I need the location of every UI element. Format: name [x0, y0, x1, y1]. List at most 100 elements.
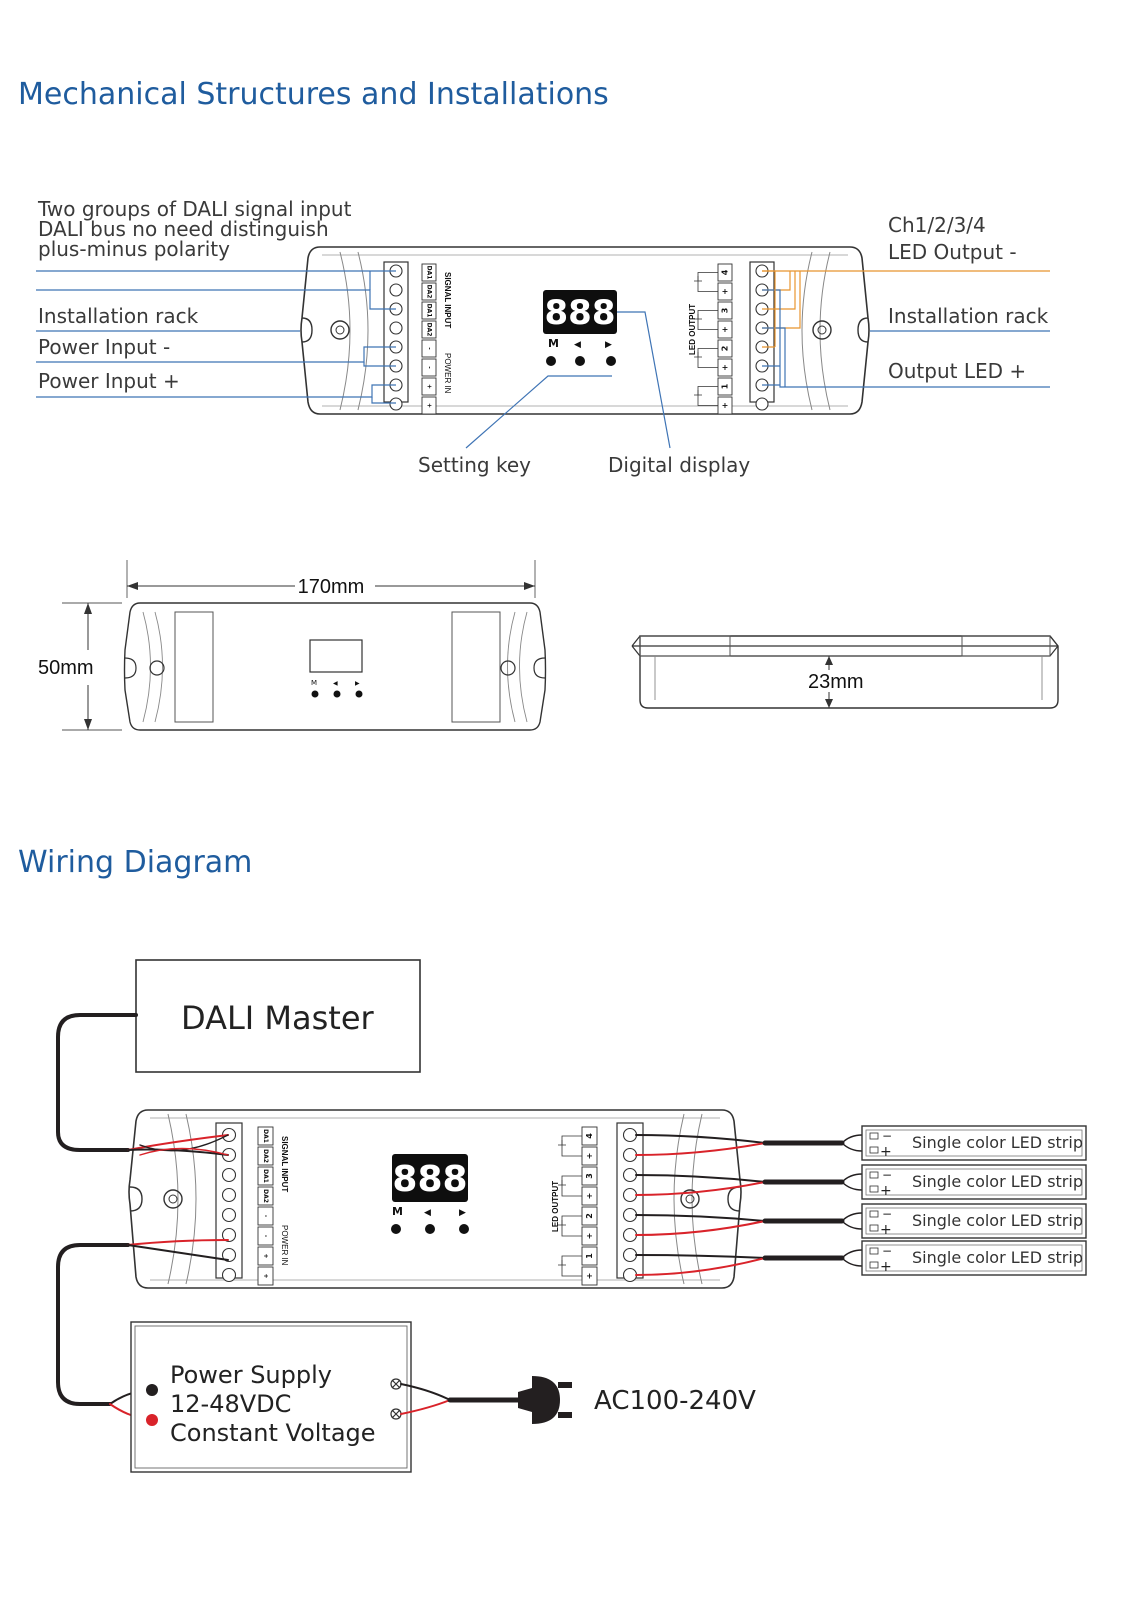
top-out-screw-terminal	[755, 397, 769, 411]
display-digits: 888	[545, 293, 616, 333]
wire-output-channel-label: 4	[585, 1133, 594, 1139]
callout-dali-input-1: Two groups of DALI signal input	[37, 197, 352, 221]
screw-icon	[330, 320, 350, 340]
wire-input-terminal-label: -	[262, 1235, 269, 1238]
wire-screw-terminal	[221, 1207, 237, 1223]
wire-screw-terminal	[221, 1227, 237, 1243]
screw-icon	[812, 320, 832, 340]
led-strip-label: Single color LED strip	[912, 1133, 1083, 1152]
wire-output-channel-label: 3	[585, 1173, 594, 1179]
led-strip-label: Single color LED strip	[912, 1248, 1083, 1267]
output-cables	[635, 1134, 863, 1276]
top-screw-terminal	[389, 283, 403, 297]
led-strip: −+Single color LED strip	[861, 1125, 1087, 1161]
display-outline	[309, 639, 363, 673]
wiring-key-left-button[interactable]	[425, 1224, 435, 1234]
wire-output-plus-label: +	[586, 1272, 593, 1281]
callout-installation-rack-left: Installation rack	[38, 304, 199, 328]
led-strip-plus-label: +	[880, 1259, 892, 1275]
wire-output-channel-label: 1	[585, 1253, 594, 1259]
wiring-key-right-button[interactable]	[459, 1224, 469, 1234]
callout-ch-output-1: Ch1/2/3/4	[888, 213, 986, 237]
wire-out-screw-terminal	[622, 1207, 638, 1223]
led-strip-minus-label: −	[882, 1207, 892, 1221]
dali-master-label: DALI Master	[181, 999, 375, 1037]
top-output-channel-label: 4	[721, 269, 730, 275]
wire-out-screw-terminal	[622, 1267, 638, 1283]
dimension-side-view	[631, 635, 1059, 709]
led-symbol-icon	[697, 272, 718, 292]
wire-output-plus-label: +	[586, 1192, 593, 1201]
top-input-terminal-label: -	[426, 347, 433, 350]
left-callout-lines	[36, 270, 396, 404]
wire-input-terminal-label: DA1	[262, 1129, 269, 1143]
dimension-length: 170mm	[298, 576, 365, 598]
key-m-button[interactable]	[546, 356, 556, 366]
top-screw-terminal	[389, 321, 403, 335]
power-supply-box	[130, 1321, 412, 1473]
key-m-label: M	[548, 337, 559, 350]
led-symbol-icon	[697, 348, 718, 368]
wire-out-screw-terminal	[622, 1127, 638, 1143]
top-input-terminal-label: DA2	[426, 285, 433, 299]
wire-out-screw-terminal	[622, 1247, 638, 1263]
led-symbol-icon	[561, 1215, 582, 1237]
dali-master-box	[135, 959, 421, 1073]
key-right-label: ▶	[605, 340, 612, 350]
top-output-channel-label: 1	[721, 383, 730, 389]
top-output-plus-label: +	[722, 287, 729, 296]
wire-out-screw-terminal	[622, 1167, 638, 1183]
digital-display-callout-line	[617, 311, 671, 449]
wire-screw-terminal	[221, 1167, 237, 1183]
wiring-key-m-button[interactable]	[391, 1224, 401, 1234]
wire-screw-terminal	[221, 1247, 237, 1263]
psu-label-line2: 12-48VDC	[170, 1390, 291, 1418]
top-input-terminal-label: -	[426, 366, 433, 369]
setting-key-callout-line	[465, 375, 612, 449]
top-output-channel-label: 3	[721, 308, 730, 314]
wire-input-terminal-label: DA1	[262, 1169, 269, 1183]
top-input-terminal-label: +	[426, 403, 433, 408]
led-symbol-icon	[561, 1175, 582, 1197]
callout-dali-input-2: DALI bus no need distinguish	[38, 217, 329, 241]
led-symbol-icon	[561, 1135, 582, 1157]
led-strip-plus-label: +	[880, 1222, 892, 1238]
wire-out-screw-terminal	[622, 1187, 638, 1203]
dimension-front-view: M ◀ ▶	[62, 560, 547, 731]
key-left-button[interactable]	[575, 356, 585, 366]
top-output-plus-label: +	[722, 401, 729, 410]
top-output-plus-label: +	[722, 363, 729, 372]
dimension-height: 23mm	[808, 671, 864, 693]
callout-power-input-plus: Power Input +	[38, 369, 180, 393]
led-strip: −+Single color LED strip	[861, 1164, 1087, 1200]
dim-key-right-label: ▶	[355, 680, 360, 687]
section-title-mechanical: Mechanical Structures and Installations	[18, 77, 609, 112]
wire-input-terminal-label: -	[262, 1215, 269, 1218]
dim-key-left-label: ◀	[333, 680, 338, 687]
top-input-terminal-label: +	[426, 384, 433, 389]
key-right-button[interactable]	[606, 356, 616, 366]
power-in-label: POWER IN	[443, 353, 452, 394]
wire-input-terminal-label: +	[262, 1273, 269, 1278]
wire-out-screw-terminal	[622, 1227, 638, 1243]
top-input-terminal-label: DA1	[426, 304, 433, 318]
led-strip-minus-label: −	[882, 1168, 892, 1182]
led-symbol-icon	[697, 310, 718, 330]
wire-output-plus-label: +	[586, 1152, 593, 1161]
wiring-digital-display	[392, 1154, 468, 1202]
wiring-key-m-label: M	[392, 1205, 403, 1218]
ac-cable	[400, 1383, 521, 1415]
dim-key-m-label: M	[311, 679, 317, 687]
callout-power-input-minus: Power Input -	[38, 335, 170, 359]
led-strip-minus-label: −	[882, 1244, 892, 1258]
wire-screw-terminal	[221, 1267, 237, 1283]
callout-digital-display: Digital display	[608, 453, 750, 477]
top-screw-terminal	[389, 397, 403, 411]
led-strip-minus-label: −	[882, 1129, 892, 1143]
psu-label-line1: Power Supply	[170, 1361, 332, 1389]
psu-label-line3: Constant Voltage	[170, 1419, 376, 1447]
top-output-plus-label: +	[722, 325, 729, 334]
key-left-label: ◀	[574, 340, 581, 350]
callout-dali-input-3: plus-minus polarity	[38, 237, 230, 261]
